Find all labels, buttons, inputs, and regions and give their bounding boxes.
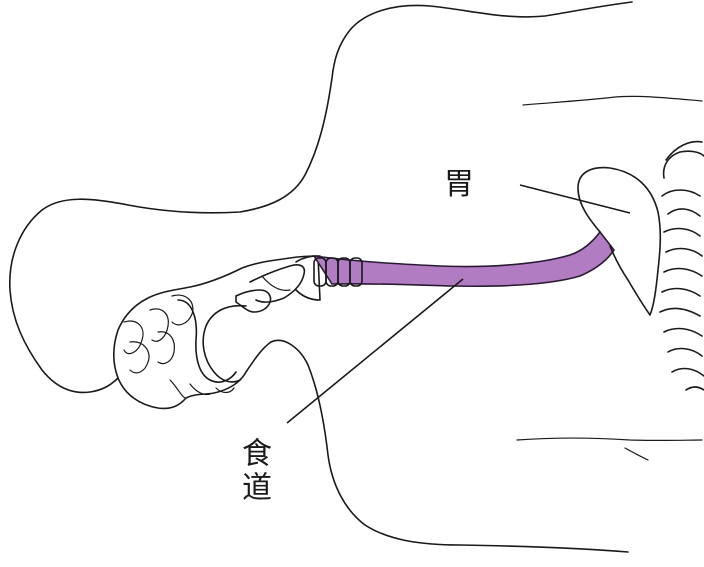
stomach-leader-line (520, 185, 630, 213)
upper-body-outline (10, 2, 632, 392)
lower-chest-line (517, 438, 702, 440)
upper-airway (296, 256, 320, 300)
jaw-detail (170, 380, 234, 398)
turbinate-3 (150, 309, 168, 341)
lower-chest-mark (625, 448, 648, 460)
esophagus-label: 食道 (238, 437, 268, 505)
oral-cavity (178, 300, 236, 382)
tongue-arc (203, 306, 246, 382)
pharynx-wall (236, 290, 271, 312)
vocal-fold (262, 276, 290, 290)
epiglottis (250, 265, 304, 302)
stomach-label: 胃 (444, 170, 474, 200)
stomach (578, 168, 660, 315)
turbinate-1 (124, 321, 143, 354)
head-profile (118, 342, 271, 408)
turbinate-4 (158, 332, 174, 364)
turbinate-5 (172, 295, 193, 325)
upper-chest-line (523, 96, 702, 105)
nasal-outline (114, 256, 320, 378)
lower-body-outline (271, 340, 628, 552)
intestines (660, 142, 704, 390)
esophagus-leader-line (287, 279, 463, 423)
